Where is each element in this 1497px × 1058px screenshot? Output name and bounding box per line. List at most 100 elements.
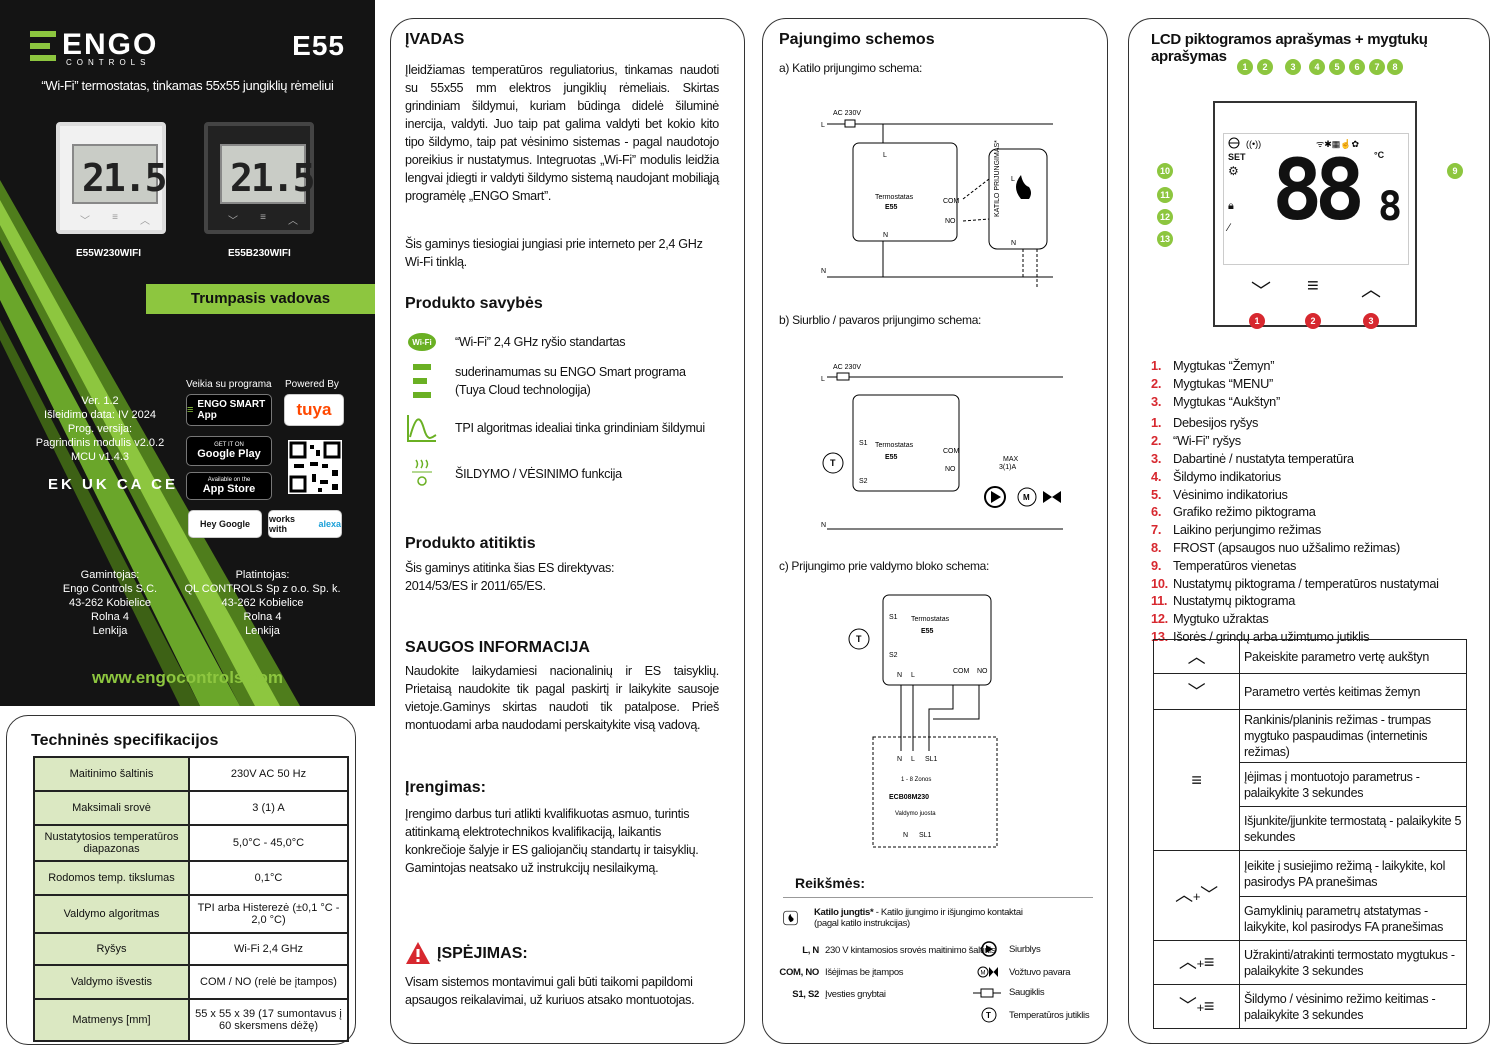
warning-title: ĮSPĖJIMAS: [437, 945, 528, 962]
tbl-updown-2: Gamyklinių parametrų atstatymas - laikyk… [1239, 896, 1467, 941]
feature-text: suderinamumas su ENGO Smart programa (Tu… [455, 365, 686, 397]
desc-num: 2. [1151, 433, 1162, 449]
intro-column: ĮVADAS Įleidžiamas temperatūros reguliat… [390, 18, 745, 1044]
engo-app-badge[interactable]: ≡ENGO SMART App [186, 394, 272, 426]
lcd-diagram: ((•)) ᯤ✱▦☝✿ SET ⚙ 🔒︎ ∕ 88 8 °C ﹀ ≡ ︿ [1213, 101, 1417, 327]
legend-pump-text: Siurblys [1009, 943, 1041, 955]
distributor-line: QL CONTROLS Sp z o.o. Sp. k. [184, 583, 341, 595]
legend-divider [783, 897, 1093, 898]
fuse-icon [973, 988, 1001, 997]
dia-boiler: KATILO PRIJUNGIMAS* [994, 140, 1001, 217]
dia-n: N [821, 522, 826, 529]
desc-num: 4. [1151, 468, 1162, 484]
control-unit-wiring-diagram: Termostatas E55 S1 S2 N L COM NO T N L S… [848, 594, 998, 848]
spec-value: COM / NO (relė be įtampos) [188, 964, 349, 1000]
button-callout-marker: 1 [1249, 313, 1265, 329]
legend-boiler-text: - Katilo įjungimo ir išjungimo kontaktai… [813, 907, 1023, 929]
dia-l: L [821, 122, 825, 129]
description-list: 1.Mygtukas “Žemyn” 2.Mygtukas “MENU” 3.M… [1151, 357, 1439, 646]
dia-com: COM [953, 668, 970, 675]
tbl-upmenu: Užrakinti/atrakinti termostato mygtukus … [1239, 940, 1467, 985]
version-line: Išleidimo data: IV 2024 [44, 409, 156, 421]
guide-title: Trumpasis vadovas [146, 284, 375, 314]
engo-icon [405, 364, 439, 398]
powered-label: Powered By [285, 379, 339, 390]
distributor-line: Platintojas: [235, 569, 290, 581]
device-white: 21.5 ﹀≡︿ [56, 122, 168, 234]
spec-value: Wi-Fi 2,4 GHz [188, 932, 349, 966]
up-down-combo-icon: ︿+﹀ [1153, 850, 1240, 941]
dia-thermo: Termostatas [875, 442, 914, 449]
dia-l: L [911, 672, 915, 679]
features-title: Produkto savybės [405, 295, 543, 312]
dia-ac: AC 230V [833, 110, 861, 117]
cover-panel: ENGO CONTROLS E55 “Wi-Fi” termostatas, t… [0, 0, 375, 706]
plus-sign: + [1196, 999, 1205, 1015]
dia-sl1: SL1 [925, 756, 938, 763]
lcd-callout-marker: 10 [1157, 163, 1173, 179]
icon-desc: 12.Mygtuko užraktas [1151, 610, 1439, 628]
legend-ln-key: L, N [802, 945, 819, 956]
device-screen: 21.5 [72, 144, 168, 204]
manufacturer: Gamintojas: Engo Controls S.C. 43-262 Ko… [40, 568, 180, 638]
dia-model: E55 [921, 628, 934, 635]
website-link[interactable]: www.engocontrols.com [91, 668, 284, 687]
menu-key-icon: ≡ [112, 212, 118, 223]
down-menu-combo-icon: ﹀+≡ [1153, 984, 1240, 1029]
dia-t: T [830, 458, 836, 468]
desc-num: 3. [1151, 393, 1162, 409]
icon-desc: 4.Šildymo indikatorius [1151, 468, 1439, 486]
tuya-badge: tuya [284, 394, 344, 426]
install-title: Įrengimas: [405, 779, 486, 796]
down-key-icon: ﹀ [228, 216, 238, 227]
legend-pump: Siurblys [981, 941, 1041, 957]
spec-key: Valdymo algoritmas [33, 894, 190, 934]
pump-wiring-diagram: AC 230V L Termostatas E55 S1 S2 COM NO T… [821, 364, 1063, 530]
lcd-menu-button[interactable]: ≡ [1307, 275, 1319, 297]
plus-sign: + [1192, 888, 1201, 904]
distributor-line: Rolna 4 [243, 611, 282, 623]
dia-t: T [856, 634, 862, 644]
device-black-label: E55B230WIFI [228, 248, 291, 259]
dia-n4: N [903, 832, 908, 839]
lcd-callout-marker: 8 [1387, 59, 1403, 75]
dia-n: N [821, 268, 826, 275]
device-black: 21.5 ﹀≡︿ [204, 122, 316, 234]
cert-marks: EK UK CA CE EAC [48, 476, 226, 493]
legend-sensor-text: Temperatūros jutiklis [1009, 1009, 1090, 1021]
settings-icon: ⚙ [1228, 164, 1239, 178]
feature-text: “Wi-Fi” 2,4 GHz ryšio standartas [455, 335, 626, 349]
lcd-top-icons: ((•)) ᯤ✱▦☝✿ [1228, 137, 1359, 150]
decorative-stripes [0, 180, 300, 706]
lcd-down-button[interactable]: ﹀ [1251, 281, 1271, 303]
lcd-up-button[interactable]: ︿ [1361, 279, 1381, 301]
dia-m: M [1023, 493, 1030, 502]
dia-no: NO [977, 668, 988, 675]
lcd-callout-marker: 7 [1369, 59, 1385, 75]
tech-spec-box: Techninės specifikacijos Maitinimo šalti… [6, 715, 356, 1045]
lcd-callout-marker: 6 [1349, 59, 1365, 75]
desc-num: 6. [1151, 504, 1162, 520]
button-table: ︿Pakeiskite parametro vertę aukštyn ﹀Par… [1153, 639, 1467, 1029]
desc-text: Mygtukas “Aukštyn” [1173, 393, 1280, 409]
diagram-a-caption: a) Katilo prijungimo schema: [779, 61, 923, 75]
spec-key: Maksimali srovė [33, 790, 190, 826]
distributor-line: Lenkija [245, 625, 280, 637]
qr-code[interactable] [288, 440, 342, 494]
dia-boiler-l: L [1011, 176, 1015, 183]
lcd-column: LCD piktogramos aprašymas + mygtukų apra… [1128, 18, 1490, 1044]
brand-logo: ENGO CONTROLS [30, 28, 158, 67]
works-with-text: works with [269, 514, 296, 534]
lcd-unit: °C [1374, 150, 1385, 160]
spec-value: 5,0°C - 45,0°C [188, 824, 349, 862]
lcd-callout-marker: 5 [1329, 59, 1345, 75]
button-desc: 1.Mygtukas “Žemyn” [1151, 357, 1439, 375]
dia-thermo: Termostatas [875, 194, 914, 201]
legend-com-key: COM, NO [779, 967, 819, 978]
desc-num: 3. [1151, 450, 1162, 466]
